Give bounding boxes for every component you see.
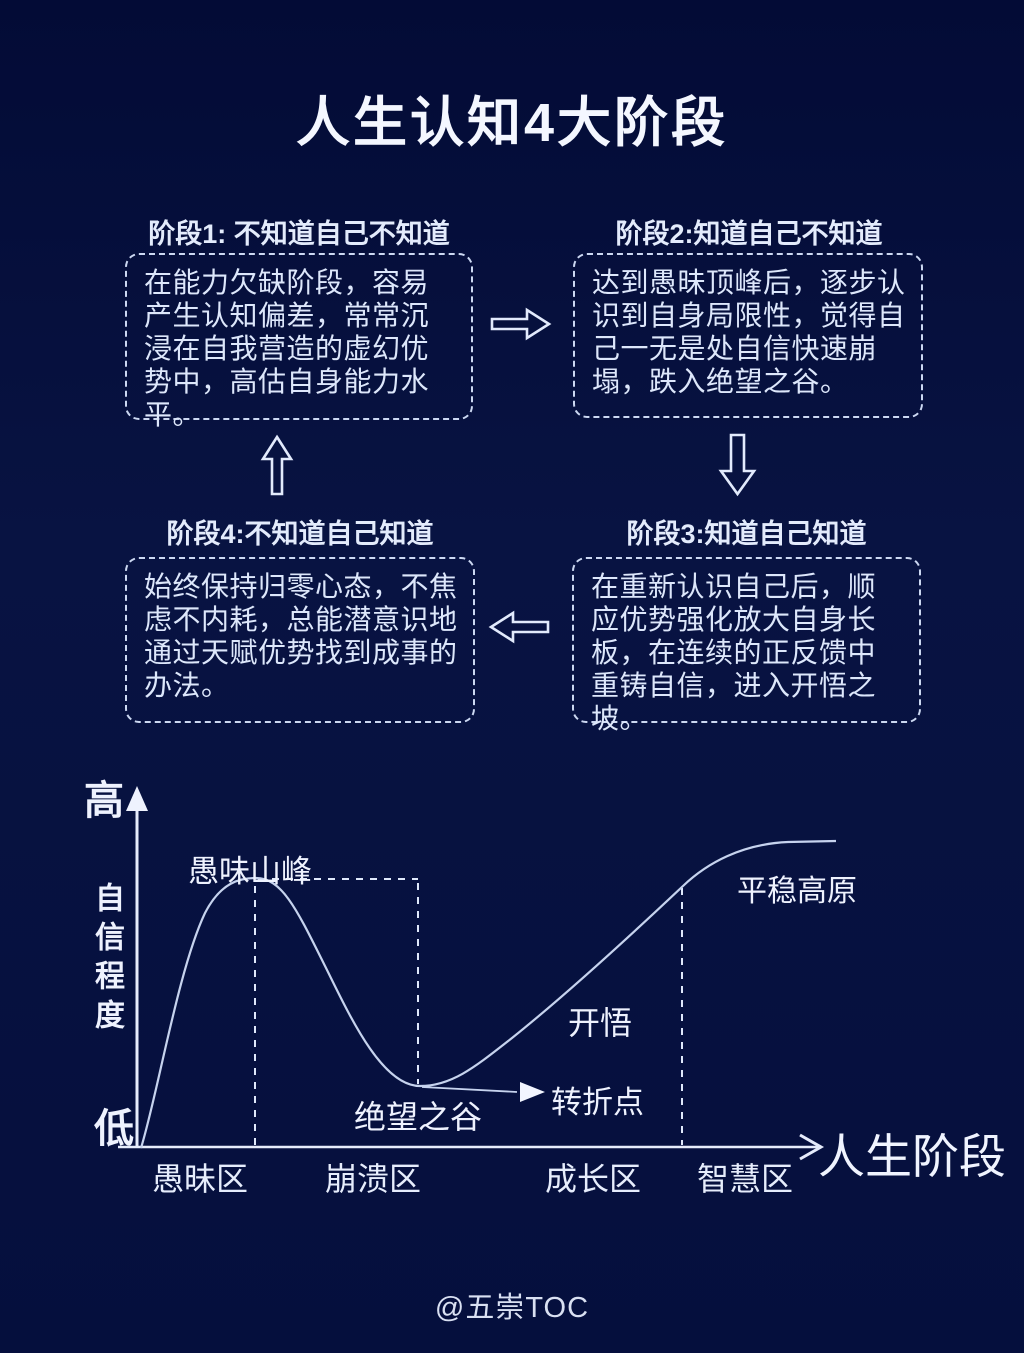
y-axis-arrowhead-icon bbox=[126, 786, 148, 811]
y-axis-title: 自信程度 bbox=[90, 882, 123, 1038]
stage1-to-stage2-arrow-icon bbox=[490, 307, 552, 341]
stage1-header: 阶段1: 不知道自己不知道 bbox=[148, 219, 450, 249]
page-title: 人生认知4大阶段 bbox=[295, 93, 729, 153]
stage1-box: 在能力欠缺阶段，容易产生认知偏差，常常沉浸在自我营造的虚幻优势中，高估自身能力水… bbox=[125, 253, 473, 430]
confidence-curve bbox=[139, 839, 837, 1149]
zone-label-growth: 成长区 bbox=[544, 1161, 641, 1197]
up-arrow-icon bbox=[260, 434, 294, 496]
confidence-curve-chart bbox=[118, 786, 837, 1161]
stage3-header: 阶段3:知道自己知道 bbox=[626, 519, 867, 549]
turning-point-annotation: 转折点 bbox=[551, 1085, 644, 1120]
stage3-box: 在重新认识自己后，顺应优势强化放大自身长板，在连续的正反馈中重铸自信，进入开悟之… bbox=[572, 557, 921, 734]
stage2-to-stage3-arrow-icon bbox=[718, 433, 757, 497]
credit-watermark: @五崇TOC bbox=[434, 1292, 590, 1324]
stage3-text: 在重新认识自己后，顺应优势强化放大自身长板，在连续的正反馈中重铸自信，进入开悟之… bbox=[591, 571, 877, 734]
turning-point-arrowhead-icon bbox=[520, 1082, 545, 1102]
stage4-to-stage1-arrow-icon bbox=[260, 434, 294, 496]
stage4-header: 阶段4:不知道自己知道 bbox=[166, 519, 434, 549]
right-arrow-icon bbox=[490, 307, 552, 341]
zone-label-wisdom: 智慧区 bbox=[696, 1161, 793, 1197]
turning-point-line bbox=[421, 1086, 518, 1093]
stage4-box: 始终保持归零心态，不焦虑不内耗，总能潜意识地通过天赋优势找到成事的办法。 bbox=[125, 557, 475, 723]
stage4-text: 始终保持归零心态，不焦虑不内耗，总能潜意识地通过天赋优势找到成事的办法。 bbox=[144, 571, 458, 701]
y-axis-low-label: 低 bbox=[94, 1107, 134, 1151]
enlightenment-annotation: 开悟 bbox=[568, 1005, 633, 1041]
stage1-text: 在能力欠缺阶段，容易产生认知偏差，常常沉浸在自我营造的虚幻优势中，高估自身能力水… bbox=[144, 267, 430, 430]
y-axis-high-label: 高 bbox=[84, 779, 124, 823]
peak-annotation: 愚味山峰 bbox=[188, 854, 312, 889]
zone-label-collapse: 崩溃区 bbox=[324, 1161, 421, 1197]
stage3-to-stage4-arrow-icon bbox=[488, 610, 550, 644]
down-arrow-icon bbox=[718, 433, 757, 497]
plateau-annotation: 平稳高原 bbox=[737, 875, 857, 908]
zone-label-ignorance: 愚昧区 bbox=[151, 1161, 248, 1197]
stage2-box: 达到愚昧顶峰后，逐步认识到自身局限性，觉得自己一无是处自信快速崩塌，跌入绝望之谷… bbox=[573, 253, 923, 418]
x-axis-arrowhead-icon bbox=[799, 1133, 825, 1161]
left-arrow-icon bbox=[488, 610, 550, 644]
stage2-header: 阶段2:知道自己不知道 bbox=[615, 219, 883, 249]
valley-annotation: 绝望之谷 bbox=[354, 1099, 483, 1135]
stage2-text: 达到愚昧顶峰后，逐步认识到自身局限性，觉得自己一无是处自信快速崩塌，跌入绝望之谷… bbox=[592, 267, 906, 397]
x-axis-title: 人生阶段 bbox=[818, 1130, 1006, 1183]
